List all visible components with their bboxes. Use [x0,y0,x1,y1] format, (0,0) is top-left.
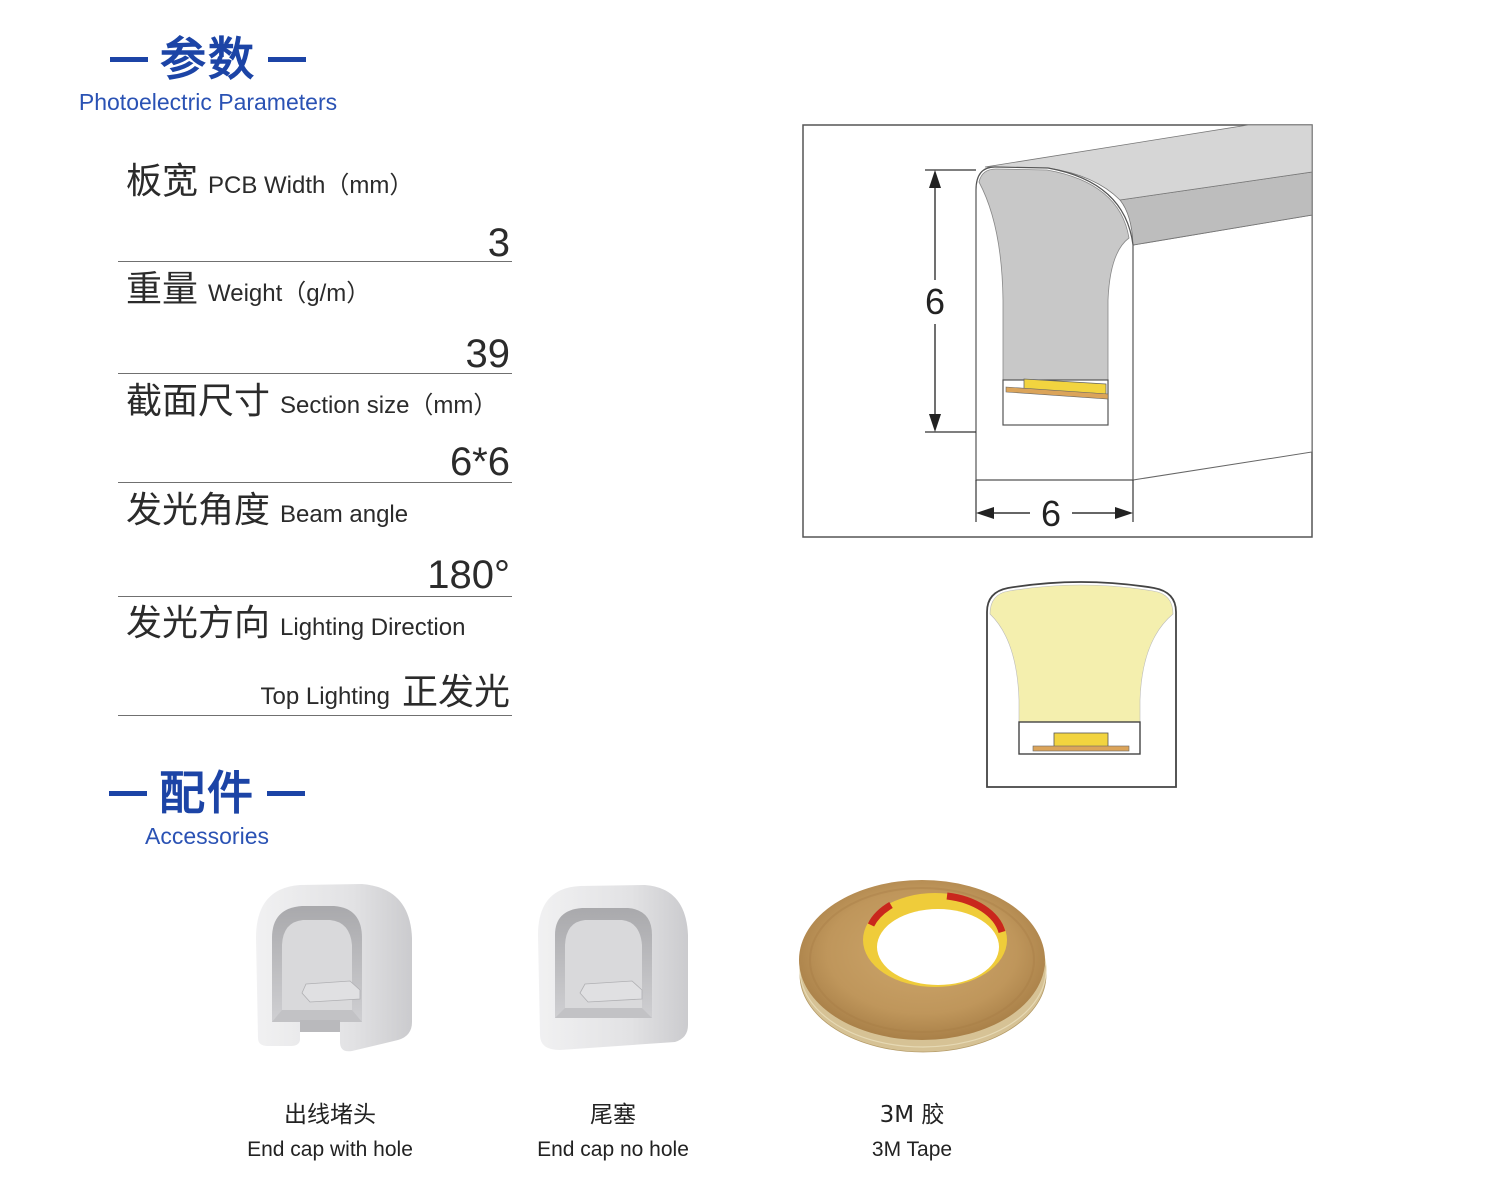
dim-arrowhead [929,170,941,188]
param-value-beam-angle: 180° [427,553,510,597]
param-label-beam-angle: 发光角度 Beam angle [126,489,408,533]
param-label-cn: 板宽 [126,161,199,202]
param-label-pcb-width: 板宽 PCB Width（mm） [126,160,413,204]
heading-dash-left [110,56,148,62]
end-cap-with-hole-image [256,884,412,1052]
accessory-3m-tape: 3M 胶 3M Tape [792,1100,1032,1164]
param-label-cn: 重量 [126,269,199,310]
param-label-cn: 截面尺寸 [126,381,271,422]
dim-arrowhead [929,414,941,432]
heading-dash-left [109,790,147,796]
accessories-heading-row: 配件 [67,764,347,822]
row-divider [118,373,512,374]
end-cap-wire-hole [300,1020,340,1032]
3m-tape-roll-image [799,880,1047,1053]
param-value-weight: 39 [465,332,511,376]
profile-pcb [1005,386,1109,400]
profile-dome-side [1119,171,1313,246]
params-heading: 参数 Photoelectric Parameters [68,30,348,116]
profile-side-face [1132,214,1313,481]
row-divider [118,596,512,597]
param-value-section-size: 6*6 [449,440,510,484]
dim-arrowhead [1115,507,1133,519]
cross-section-diffuser [989,584,1174,724]
params-title-en: Photoelectric Parameters [78,89,338,115]
accessories-title-cn: 配件 [159,766,255,820]
params-heading-row: 参数 [68,30,348,88]
accessory-end-cap-with-hole: 出线堵头 End cap with hole [210,1100,450,1164]
accessories-heading: 配件 Accessories [67,764,347,850]
tape-core-print [946,892,1006,934]
accessory-name-cn: 尾塞 [590,1102,636,1128]
row-divider [118,715,512,716]
param-value-en: Top Lighting [260,683,390,710]
param-label-cn: 发光角度 [126,490,271,531]
end-cap-tab [579,980,643,1003]
end-cap-floor [555,1008,652,1018]
row-divider [118,482,512,483]
end-cap-floor [272,1010,362,1022]
param-value-lighting-direction: Top Lighting 正发光 [118,669,510,713]
row-divider [118,261,512,262]
accessory-name-cn: 出线堵头 [284,1102,376,1128]
param-label-en: Lighting Direction [280,614,466,641]
profile-diffuser [978,168,1130,383]
cross-section-led-chip [1053,732,1109,748]
param-value-pcb-width: 3 [487,221,510,265]
accessory-name-en: End cap no hole [537,1138,689,1161]
param-value-cn: 正发光 [401,672,510,713]
param-label-section-size: 截面尺寸 Section size（mm） [126,380,497,424]
cross-section-pcb [1032,745,1130,752]
end-cap-tab [301,980,361,1003]
accessory-end-cap-no-hole: 尾塞 End cap no hole [493,1100,733,1164]
heading-dash-right [268,56,306,62]
param-label-en: Section size（mm） [280,392,498,419]
param-label-cn: 发光方向 [126,603,271,644]
profile-3d-drawing: 6 6 [802,124,1313,538]
accessory-name-en: End cap with hole [247,1138,413,1161]
accessory-name-cn: 3M 胶 [879,1102,945,1128]
heading-dash-right [267,790,305,796]
param-label-lighting-direction: 发光方向 Lighting Direction [126,602,465,646]
param-label-en: Weight（g/m） [208,280,371,307]
tape-ring [809,887,1035,1033]
tape-hole [877,909,999,985]
accessory-name-en: 3M Tape [871,1138,953,1161]
param-label-en: Beam angle [280,501,409,528]
param-label-weight: 重量 Weight（g/m） [126,268,370,312]
dim-arrowhead [976,507,994,519]
param-label-en: PCB Width（mm） [208,172,414,199]
dim-width-label: 6 [1041,493,1061,534]
accessories-title-en: Accessories [145,823,269,849]
end-cap-no-hole-image [538,885,688,1050]
dim-height-label: 6 [925,281,945,322]
tape-core-print [867,901,893,927]
profile-cross-section [986,581,1177,788]
params-title-cn: 参数 [160,32,256,86]
